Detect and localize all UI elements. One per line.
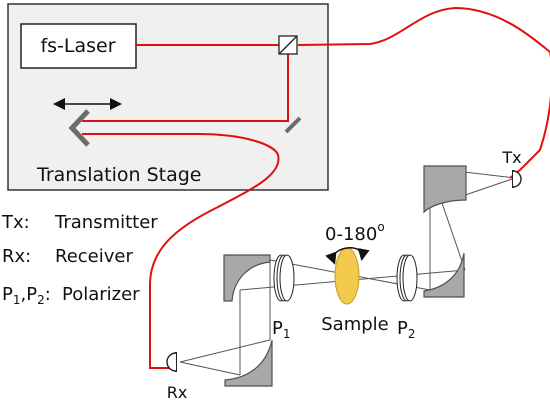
sample-label: Sample (321, 314, 389, 335)
legend-polarizer-value: Polarizer (62, 284, 140, 305)
parabolic-mirror-mid-left (223, 254, 271, 302)
legend-tx-key: Tx: (1, 212, 30, 233)
p2-label: P2 (397, 318, 416, 341)
legend: Tx: Transmitter Rx: Receiver P1,P2: Pola… (1, 212, 158, 307)
laser-beam (82, 6, 550, 369)
rotation-arrow (325, 247, 370, 265)
parabolic-mirror-bottom-left (224, 339, 273, 387)
legend-tx-value: Transmitter (54, 212, 158, 233)
legend-rx-value: Receiver (55, 246, 133, 267)
legend-polarizer-key: P1,P2: (2, 284, 51, 307)
polarizer-p2 (396, 254, 418, 302)
polarizer-p1 (273, 254, 295, 302)
sample (334, 247, 360, 305)
translation-stage-label: Translation Stage (36, 164, 201, 186)
rx-label: Rx (167, 383, 188, 402)
beam-splitter (278, 35, 298, 55)
fs-laser-box (20, 23, 137, 69)
rx-antenna (166, 352, 177, 372)
legend-rx-key: Rx: (2, 246, 31, 267)
fold-mirror (284, 116, 302, 134)
tx-antenna (512, 170, 522, 188)
p1-label: P1 (272, 318, 291, 341)
parabolic-mirror-top-right (423, 165, 467, 214)
fs-laser-label: fs-Laser (40, 35, 115, 57)
rotation-label: 0-180o (325, 220, 385, 245)
tx-label: Tx (501, 148, 521, 167)
parabolic-mirror-mid-right (423, 252, 465, 298)
retroreflector (68, 109, 90, 147)
